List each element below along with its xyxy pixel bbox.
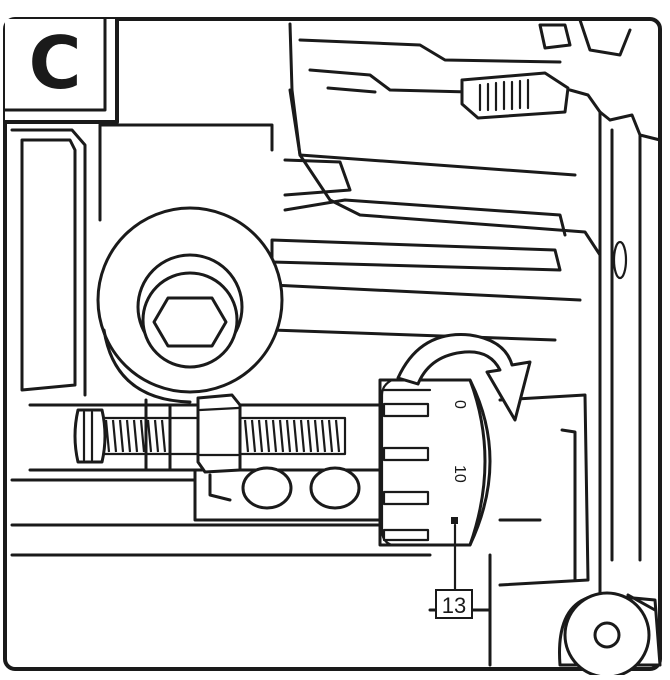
thread-ridge <box>139 419 146 453</box>
thread-ridge <box>250 419 257 453</box>
thread-ridge <box>132 419 139 453</box>
adjusting-screw <box>28 393 392 474</box>
thread-ridge <box>104 419 111 453</box>
thread-ridge <box>299 419 306 453</box>
hex-bolt-head <box>152 296 228 348</box>
thread-ridge <box>306 419 313 453</box>
guide-wheel <box>558 591 662 679</box>
outer-frame <box>3 17 662 671</box>
thread-ridge <box>243 419 250 453</box>
scale-housing <box>193 466 382 522</box>
thread-ridge <box>271 419 278 453</box>
thread-ridge <box>111 419 118 453</box>
screw-end-knob <box>73 408 107 464</box>
thread-ridge <box>320 419 327 453</box>
callout-number: 13 <box>442 593 466 618</box>
thread-ridge <box>257 419 264 453</box>
clamp-block <box>196 393 242 474</box>
callout-box <box>435 589 473 619</box>
dial-mount <box>498 393 590 587</box>
dial-label-0: 0 <box>451 400 468 409</box>
curved-arrow-icon <box>396 333 532 422</box>
machine-top-housing <box>270 22 602 402</box>
thread-ridge <box>153 419 160 453</box>
callout-13: 13 <box>435 523 473 619</box>
thread-ridge <box>278 419 285 453</box>
thread-ridge <box>334 419 341 453</box>
vent-grip <box>460 71 570 120</box>
left-housing <box>10 123 274 397</box>
dial-label-10: 10 <box>451 465 468 483</box>
thread-ridge <box>264 419 271 453</box>
thread-ridge <box>292 419 299 453</box>
depth-dial: 0 10 <box>378 378 492 547</box>
thread-ridge <box>160 419 167 453</box>
dial-index-mark <box>451 517 458 524</box>
thread-ridge <box>327 419 334 453</box>
panel-letter: C <box>29 21 82 105</box>
thread-ridge <box>285 419 292 453</box>
hex-bolt-assembly <box>96 206 284 404</box>
thread-ridge <box>146 419 153 453</box>
thread-ridge <box>313 419 320 453</box>
screw-threads <box>104 419 167 453</box>
panel-label: C <box>3 17 119 124</box>
thread-ridge <box>118 419 125 453</box>
thread-ridge <box>125 419 132 453</box>
side-rail <box>568 18 662 662</box>
screw-threads <box>243 419 341 453</box>
top-tab <box>538 23 572 50</box>
